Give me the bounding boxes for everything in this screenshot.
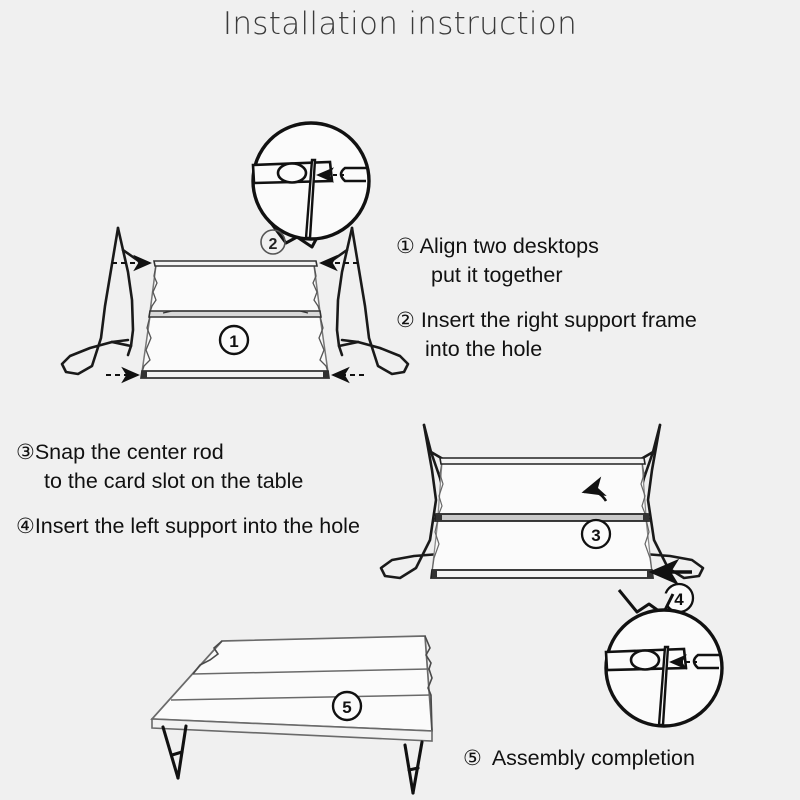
upper-desktop-panel <box>149 264 321 313</box>
top-rail <box>153 260 318 267</box>
step-3-line-2: to the card slot on the table <box>44 469 304 493</box>
diagram-marker-3-group: 3 <box>580 518 612 550</box>
step-2-marker: ② <box>396 309 415 332</box>
diagram-marker-1-group: 1 <box>218 324 250 356</box>
step-4-text: ④Insert the left support into the hole <box>16 512 360 541</box>
right-support-frame <box>328 226 410 376</box>
alignment-arrows <box>106 254 364 384</box>
tabletop-edge <box>151 718 433 742</box>
diagram-marker-5-group: 5 <box>331 690 363 722</box>
step-2-line-2: into the hole <box>425 337 543 361</box>
page-title: Installation instruction <box>222 6 578 42</box>
figure-step-3-4: 3 4 <box>379 423 724 728</box>
figure-step-1-2: 2 1 <box>60 121 410 384</box>
bottom-rail <box>140 370 330 379</box>
diagram-marker-1: 1 <box>229 332 238 351</box>
finished-leg-left <box>161 724 188 780</box>
step-3-marker: ③ <box>16 441 35 464</box>
frame-top-rail <box>439 457 646 465</box>
diagram-marker-2: 2 <box>269 236 278 253</box>
step-1-text: ① Align two desktops put it together <box>396 232 599 289</box>
frame-center-rod <box>434 513 650 522</box>
step-3-text: ③Snap the center rod to the card slot on… <box>16 438 303 495</box>
step-4-marker: ④ <box>16 515 35 538</box>
step-1-marker: ① <box>396 235 415 258</box>
center-rod-snap-arrow <box>581 476 608 502</box>
step-5-line-1: Assembly completion <box>491 746 695 770</box>
step-5-marker: ⑤ <box>463 747 482 770</box>
frame-bottom-rail <box>430 569 654 579</box>
diagram-marker-4: 4 <box>674 590 684 609</box>
step-1-line-1: Align two desktops <box>419 234 599 258</box>
step-2-line-1: Insert the right support frame <box>420 308 697 332</box>
finished-leg-right <box>403 740 424 795</box>
step-3-line-1: Snap the center rod <box>34 440 224 464</box>
callout-detail-step-4 <box>604 589 724 728</box>
diagram-marker-3: 3 <box>591 526 600 545</box>
figure-step-5: 5 <box>150 635 433 795</box>
step-1-line-2: put it together <box>431 263 563 287</box>
center-rail <box>148 310 322 318</box>
callout-detail-step-2: 2 <box>251 121 371 255</box>
diagram-marker-5: 5 <box>342 698 351 717</box>
step-4-line-1: Insert the left support into the hole <box>34 514 360 538</box>
step-5-text: ⑤ Assembly completion <box>463 744 695 773</box>
left-support-frame <box>60 226 142 376</box>
step-2-text: ② Insert the right support frame into th… <box>396 306 697 363</box>
finished-tabletop <box>150 635 433 732</box>
